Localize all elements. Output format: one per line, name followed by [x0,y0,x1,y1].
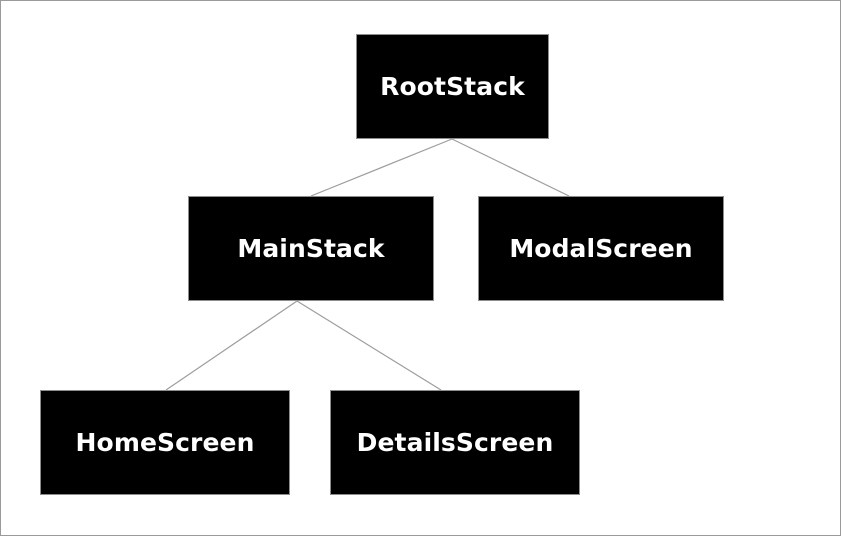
node-mainstack[interactable]: MainStack [188,196,434,301]
node-homescreen-label: HomeScreen [75,428,255,457]
node-detailsscreen[interactable]: DetailsScreen [330,390,580,495]
edge-mainstack-to-homescreen [165,300,298,391]
edge-mainstack-to-detailsscreen [296,300,442,391]
node-rootstack[interactable]: RootStack [356,34,549,139]
node-mainstack-label: MainStack [237,234,385,263]
node-detailsscreen-label: DetailsScreen [356,428,554,457]
node-rootstack-label: RootStack [380,72,525,101]
edge-rootstack-to-modalscreen [451,138,570,197]
node-modalscreen[interactable]: ModalScreen [478,196,724,301]
node-homescreen[interactable]: HomeScreen [40,390,290,495]
edge-rootstack-to-mainstack [310,138,453,197]
node-modalscreen-label: ModalScreen [509,234,693,263]
